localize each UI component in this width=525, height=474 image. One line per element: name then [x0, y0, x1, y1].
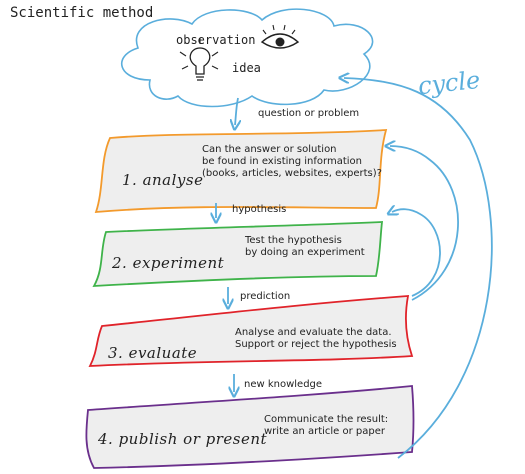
step-publish-label: 4. publish or present — [97, 430, 268, 448]
step-experiment-desc-2: by doing an experiment — [245, 247, 365, 258]
cloud-idea-text: idea — [232, 61, 261, 75]
step-analyse-label: 1. analyse — [122, 171, 203, 189]
step-analyse-desc-2: be found in existing information — [202, 156, 362, 167]
cycle-label: cycle — [417, 66, 482, 100]
connector-knowledge-label: new knowledge — [244, 379, 322, 390]
step-evaluate-desc-2: Support or reject the hypothesis — [235, 339, 397, 350]
connector-prediction-label: prediction — [240, 291, 290, 302]
step-evaluate-desc-1: Analyse and evaluate the data. — [235, 327, 392, 338]
step-experiment-box — [92, 221, 384, 287]
loop-arrow-publish-to-cloud — [344, 78, 493, 459]
step-evaluate-box — [88, 295, 414, 367]
connector-question-label: question or problem — [258, 108, 359, 119]
step-evaluate-label: 3. evaluate — [108, 344, 197, 362]
cloud-shape — [120, 8, 374, 108]
step-experiment-desc-1: Test the hypothesis — [244, 235, 342, 246]
connector-hypothesis-label: hypothesis — [232, 204, 286, 215]
step-analyse-desc-3: (books, articles, websites, experts)? — [202, 168, 382, 179]
step-analyse-desc-1: Can the answer or solution — [202, 144, 337, 155]
diagram-title: Scientific method — [10, 5, 153, 21]
step-publish-box — [85, 385, 415, 469]
step-analyse-box — [94, 129, 388, 214]
step-publish-desc-2: write an article or paper — [264, 426, 386, 437]
step-publish-desc-1: Communicate the result: — [264, 414, 388, 425]
loop-arrow-evaluate-to-analyse — [390, 146, 459, 301]
lightbulb-icon — [179, 38, 219, 81]
step-experiment-label: 2. experiment — [111, 254, 225, 272]
cloud-observation-text: observation — [176, 33, 255, 47]
loop-arrow-evaluate-to-experiment — [392, 209, 441, 297]
arrow-cloud-to-analyse — [235, 97, 238, 125]
eye-icon — [260, 24, 300, 49]
